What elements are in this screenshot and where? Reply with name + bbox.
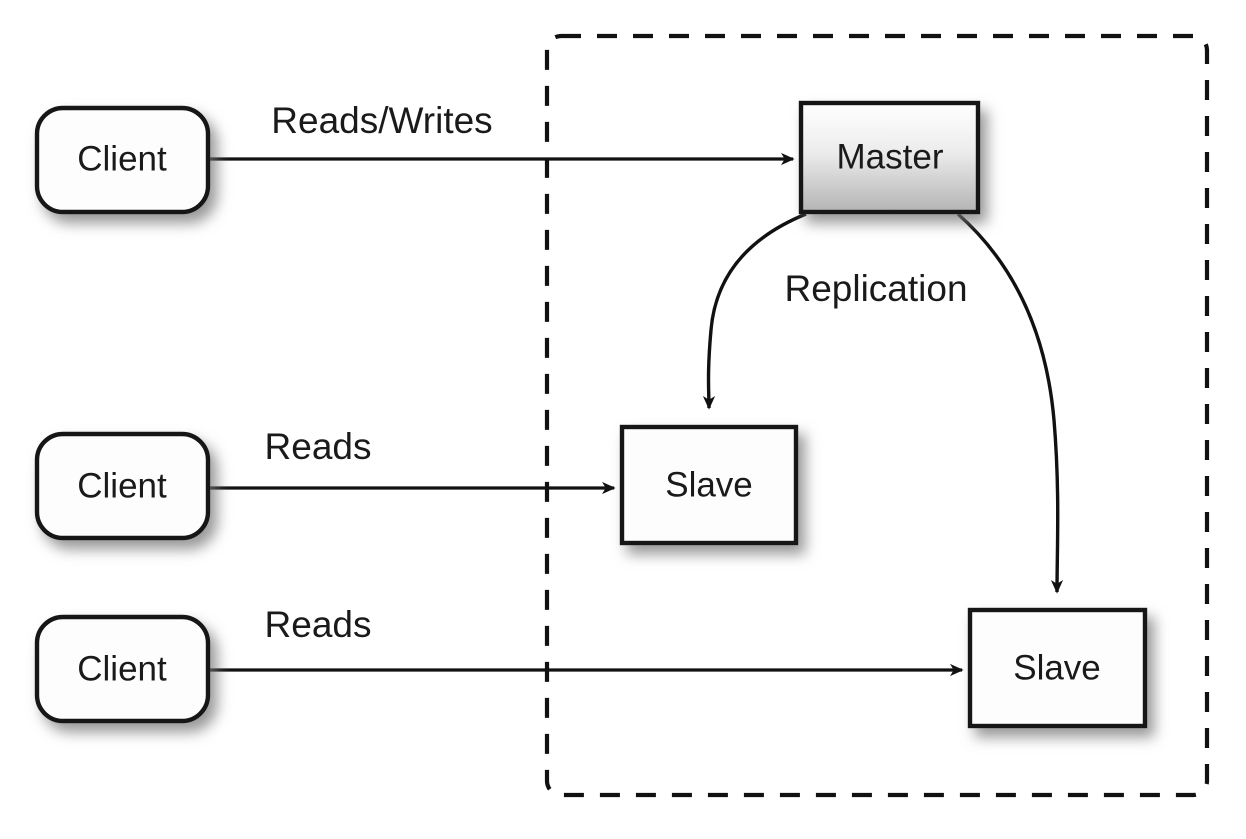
edge-master-slave1 [702,212,807,410]
client-box[interactable] [34,614,211,724]
edge-label-replication: Replication [784,268,967,309]
master-box[interactable] [798,100,981,215]
edge-label-reads-slave1: Reads [265,426,372,467]
edge-label-reads-slave2: Reads [265,604,372,645]
edge-curve [956,212,1064,594]
client-label: Client [77,466,167,505]
slave-label: Slave [1013,648,1101,687]
node-client-1[interactable]: Client [34,105,211,215]
slave-box[interactable] [967,607,1148,729]
master-label: Master [837,137,944,176]
node-client-2[interactable]: Client [34,431,211,541]
edge-curve [702,212,807,410]
client-label: Client [77,649,167,688]
client-label: Client [77,139,167,178]
slave-label: Slave [665,465,753,504]
edge-label-reads-writes: Reads/Writes [271,100,492,141]
datacenter-boundary [544,33,1210,798]
client-box[interactable] [34,105,211,215]
node-slave-2[interactable]: Slave [967,607,1148,729]
client-box[interactable] [34,431,211,541]
edge-master-slave2 [956,212,1064,594]
node-slave-1[interactable]: Slave [619,424,799,546]
node-master[interactable]: Master [798,100,981,215]
node-client-3[interactable]: Client [34,614,211,724]
slave-box[interactable] [619,424,799,546]
